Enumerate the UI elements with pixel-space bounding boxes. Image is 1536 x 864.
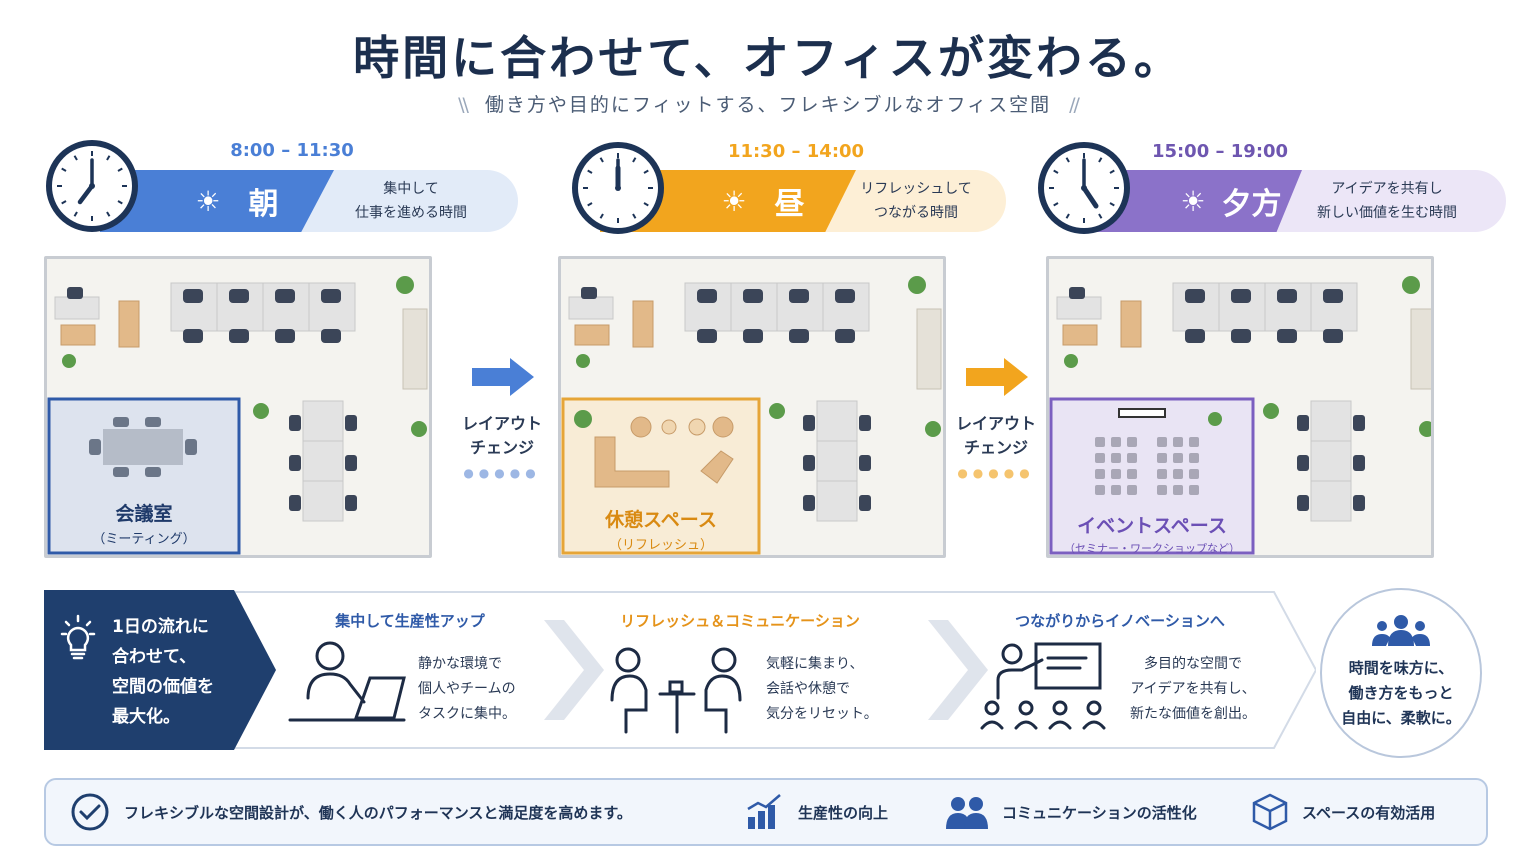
layout-change-line1: レイアウト — [461, 414, 542, 433]
zone-label-event-space: イベントスペース — [1077, 515, 1227, 537]
sun-icon: ☀ — [721, 184, 747, 218]
box-icon — [1252, 793, 1288, 831]
morning-desc-2: 仕事を進める時間 — [355, 205, 467, 221]
arrow-right-icon — [472, 358, 534, 396]
intro-line: 合わせて、 — [112, 647, 197, 667]
person-laptop-icon — [288, 641, 406, 722]
zone-sub-event: （セミナー・ワークショップなど） — [1064, 542, 1240, 555]
noon-label: 昼 — [774, 187, 805, 222]
morning-banner: ☀ 朝 集中して 仕事を進める時間 — [100, 170, 518, 232]
sun-icon: ☀ — [195, 184, 221, 218]
layout-change-line1: レイアウト — [955, 414, 1036, 433]
closing-line: 自由に、柔軟に。 — [1341, 709, 1461, 727]
step-text-line: タスクに集中。 — [418, 706, 516, 722]
intro-line: 最大化。 — [112, 707, 180, 727]
page-subtitle: \\ 働き方や目的にフィットする、フレキシブルなオフィス空間 // — [0, 90, 1536, 117]
evening-desc-1: アイデアを共有し — [1331, 181, 1443, 197]
step-title-focus: 集中して生産性アップ — [335, 612, 485, 630]
morning-label: 朝 — [248, 187, 279, 222]
evening-label: 夕方 — [1221, 187, 1282, 222]
closing-line: 時間を味方に、 — [1348, 659, 1454, 677]
bottom-item-communication: コミュニケーションの活性化 — [1002, 803, 1197, 822]
evening-time: 15:00 – 19:00 — [1151, 141, 1289, 162]
floor-plan-noon: 休憩スペース （リフレッシュ） — [558, 256, 946, 558]
zone-sub-break: （リフレッシュ） — [608, 538, 713, 553]
noon-time: 11:30 – 14:00 — [727, 141, 865, 162]
step-text-line: アイデアを共有し、 — [1130, 681, 1256, 697]
step-text-line: 静かな環境で — [418, 656, 502, 672]
closing-line: 働き方をもっと — [1348, 684, 1454, 702]
arrow-right-icon — [966, 358, 1028, 396]
conversation-icon — [610, 647, 742, 734]
step-text-line: 新たな価値を創出。 — [1130, 706, 1256, 722]
noon-desc-1: リフレッシュして — [860, 181, 972, 197]
evening-desc-2: 新しい価値を生む時間 — [1317, 205, 1457, 221]
bottom-item-space-use: スペースの有効活用 — [1302, 803, 1436, 822]
page-title: 時間に合わせて、オフィスが変わる。 — [353, 31, 1183, 85]
flow-background — [44, 590, 1316, 750]
bottom-main-text: フレキシブルな空間設計が、働く人のパフォーマンスと満足度を高めます。 — [124, 803, 632, 822]
progress-dots: ●●●●● — [957, 466, 1035, 480]
clock-icon — [1038, 142, 1130, 234]
layout-change-line2: チェンジ — [963, 438, 1028, 457]
intro-line: 1日の流れに — [112, 617, 209, 637]
step-text-line: 気分をリセット。 — [766, 706, 878, 722]
noon-desc-2: つながる時間 — [874, 205, 958, 221]
zone-label-meeting-room: 会議室 — [115, 503, 173, 525]
layout-change-line2: チェンジ — [469, 438, 534, 457]
step-text-line: 会話や休憩で — [766, 681, 850, 697]
step-text-line: 個人やチームの — [418, 681, 516, 697]
right-slashes: // — [1069, 94, 1080, 116]
floor-plan-morning: 会議室 （ミーティング） — [44, 256, 432, 558]
subtitle-text: 働き方や目的にフィットする、フレキシブルなオフィス空間 — [484, 94, 1052, 116]
evening-banner: ☀ 夕方 アイデアを共有し 新しい価値を生む時間 — [1090, 170, 1506, 232]
morning-time: 8:00 – 11:30 — [230, 140, 354, 161]
chart-growth-icon — [747, 794, 781, 829]
progress-dots: ●●●●● — [463, 466, 541, 480]
bottom-summary-bar — [44, 778, 1488, 846]
lightbulb-icon — [60, 614, 96, 660]
intro-line: 空間の価値を — [112, 677, 214, 697]
clock-icon — [572, 142, 664, 234]
zone-sub-meeting: （ミーティング） — [92, 532, 196, 547]
zone-label-break-space: 休憩スペース — [605, 509, 717, 531]
step-text-line: 多目的な空間で — [1144, 656, 1242, 672]
floor-plan-evening: イベントスペース （セミナー・ワークショップなど） — [1046, 256, 1434, 558]
check-circle-icon — [71, 793, 109, 831]
step-text-line: 気軽に集まり、 — [766, 656, 864, 672]
flow-intro: 1日の流れに 合わせて、 空間の価値を 最大化。 — [112, 612, 214, 732]
step-title-innovation: つながりからイノベーションへ — [1015, 612, 1225, 630]
step-title-refresh: リフレッシュ＆コミュニケーション — [620, 612, 860, 630]
clock-icon — [46, 140, 138, 232]
team-icon — [1372, 615, 1430, 646]
closing-message: 時間を味方に、 働き方をもっと 自由に、柔軟に。 — [1320, 656, 1482, 731]
presentation-icon — [980, 642, 1106, 730]
left-slashes: \\ — [458, 94, 469, 116]
people-icon — [946, 797, 988, 829]
bottom-item-productivity: 生産性の向上 — [798, 803, 889, 822]
sunset-icon: ☀ — [1180, 184, 1206, 218]
morning-desc-1: 集中して — [383, 181, 439, 197]
